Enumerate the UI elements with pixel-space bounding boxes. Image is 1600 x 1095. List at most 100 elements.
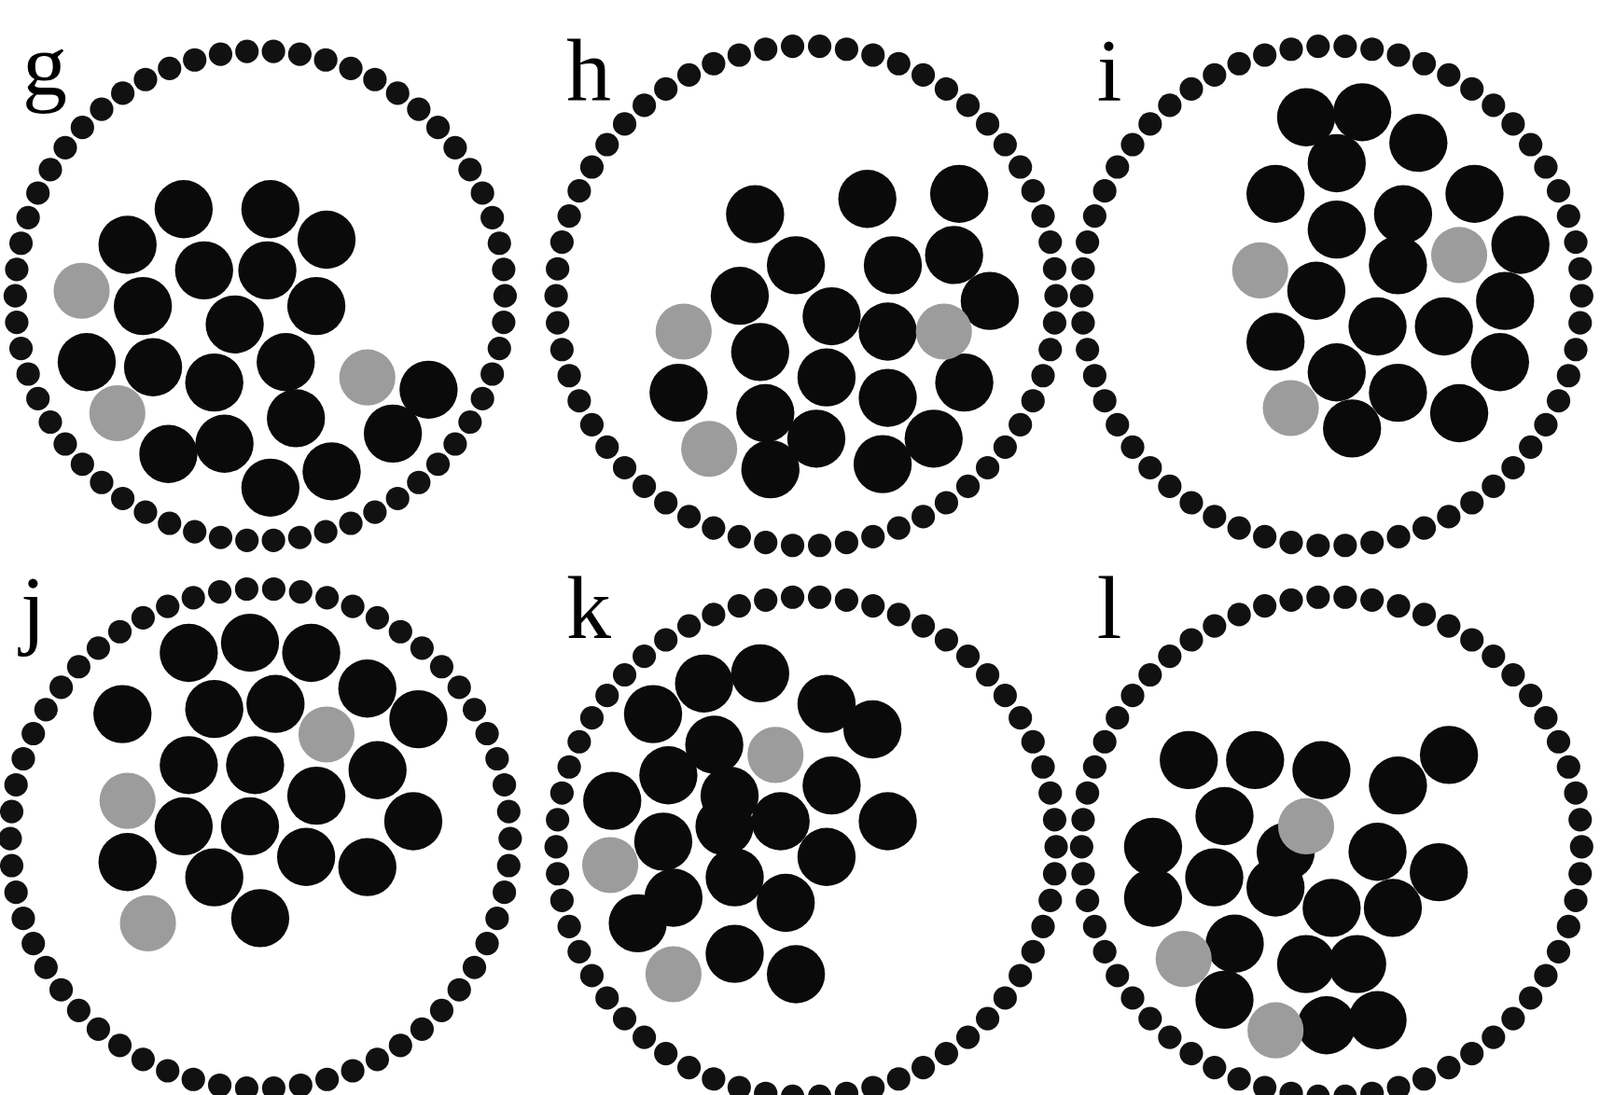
black-particle [225,736,284,794]
membrane-bead [807,34,832,58]
membrane-bead [262,528,286,553]
black-particle [858,792,917,850]
vesicle-panel [1070,585,1594,1095]
black-particle [338,659,397,718]
membrane-bead [338,511,362,535]
black-particle [634,812,693,871]
membrane-bead [1563,230,1587,254]
membrane-bead [1071,862,1095,886]
membrane-bead [0,853,24,877]
membrane-bead [1021,940,1045,964]
membrane-bead [235,1076,259,1095]
membrane-bead [1008,154,1032,179]
membrane-bead [1138,1007,1162,1031]
membrane-bead [911,504,935,529]
membrane-bead [1157,1025,1182,1049]
membrane-bead [1279,37,1303,61]
membrane-bead [1306,1085,1330,1095]
black-particle [843,700,902,759]
membrane-bead [1075,781,1100,806]
membrane-bead [834,37,859,61]
membrane-bead [557,755,582,780]
grey-particle [645,946,702,1002]
membrane-bead [1481,474,1505,499]
membrane-bead [1501,1007,1525,1031]
membrane-bead [4,880,28,905]
membrane-bead [1557,204,1581,228]
black-particle [695,797,753,856]
membrane-bead [288,526,312,550]
black-particle [194,415,253,474]
black-particle [1348,297,1406,356]
black-particle [1246,165,1305,223]
membrane-bead [1093,940,1117,964]
membrane-bead [235,528,259,553]
membrane-bead [677,63,701,87]
black-particle [924,225,983,284]
grey-particle [298,706,355,763]
membrane-bead [1138,663,1162,687]
membrane-bead [807,533,832,557]
membrane-bead [155,595,180,619]
membrane-bead [993,986,1017,1010]
black-particle [1277,934,1336,993]
membrane-bead [727,1075,752,1095]
membrane-bead [1021,730,1045,754]
black-particle [241,459,300,517]
membrane-bead [289,1073,313,1095]
membrane-bead [443,136,467,160]
membrane-bead [993,683,1017,708]
membrane-bead [677,1056,701,1080]
membrane-bead [1202,613,1226,638]
black-particle [649,363,708,422]
membrane-bead [471,387,495,411]
membrane-bead [1360,37,1384,61]
black-particle [175,241,234,300]
membrane-bead [1570,834,1594,859]
membrane-bead [262,1076,286,1095]
membrane-bead [11,906,35,931]
black-particle [863,236,922,294]
black-particle [1333,83,1392,141]
membrane-bead [580,413,604,437]
membrane-bead [1227,602,1252,627]
membrane-bead [1252,594,1277,618]
membrane-bead [550,781,574,806]
membrane-bead [475,722,500,746]
membrane-bead [1021,389,1045,413]
membrane-bead [557,363,582,388]
membrane-bead [26,180,50,205]
membrane-bead [406,97,431,122]
black-particle [221,797,279,856]
membrane-bead [34,956,58,980]
black-particle [838,169,897,228]
membrane-bead [21,932,45,956]
black-particle [297,210,356,269]
membrane-bead [1306,34,1330,58]
membrane-bead [1120,683,1144,708]
black-particle [797,828,856,887]
membrane-bead [1557,755,1581,780]
membrane-bead [567,179,591,203]
black-particle [124,338,182,397]
membrane-bead [155,1058,180,1083]
membrane-bead [108,1033,132,1058]
membrane-bead [1386,594,1410,618]
black-particle [1348,991,1406,1050]
membrane-bead [1279,588,1303,613]
panel-letter: h [566,26,612,116]
membrane-bead [1083,755,1107,780]
membrane-bead [1038,889,1062,913]
membrane-bead [447,978,472,1002]
panel-letter: g [22,20,68,111]
membrane-bead [89,471,113,495]
black-particle [1445,165,1503,223]
membrane-bead [1386,525,1410,549]
black-particle [1409,843,1468,902]
membrane-bead [462,956,487,980]
membrane-bead [111,486,135,511]
membrane-bead [485,906,509,931]
black-particle [853,434,912,493]
membrane-bead [1071,311,1095,335]
